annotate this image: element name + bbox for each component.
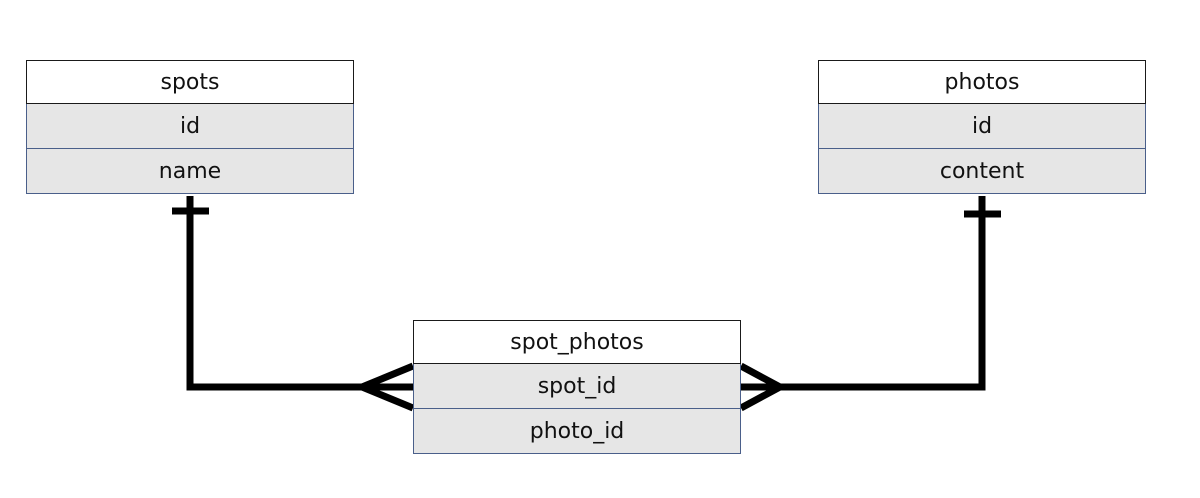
entity-title: spots (26, 60, 354, 104)
connector-line-spots (186, 196, 413, 391)
entity-spot-photos[interactable]: spot_photos spot_id photo_id (413, 320, 741, 454)
field-id: id (26, 104, 354, 149)
field-photo-id: photo_id (413, 409, 741, 454)
entity-photos[interactable]: photos id content (818, 60, 1146, 194)
relationship-spots-spot-photos (172, 196, 415, 412)
entity-title: photos (818, 60, 1146, 104)
field-spot-id: spot_id (413, 364, 741, 409)
field-content: content (818, 149, 1146, 194)
connector-line-photos (741, 196, 986, 391)
entity-title: spot_photos (413, 320, 741, 364)
field-name: name (26, 149, 354, 194)
relationship-photos-spot-photos (739, 196, 1001, 412)
entity-spots[interactable]: spots id name (26, 60, 354, 194)
crowfoot-marker-spot-photos (352, 362, 415, 412)
crowfoot-marker-spot-photos-right (739, 362, 788, 412)
field-id: id (818, 104, 1146, 149)
